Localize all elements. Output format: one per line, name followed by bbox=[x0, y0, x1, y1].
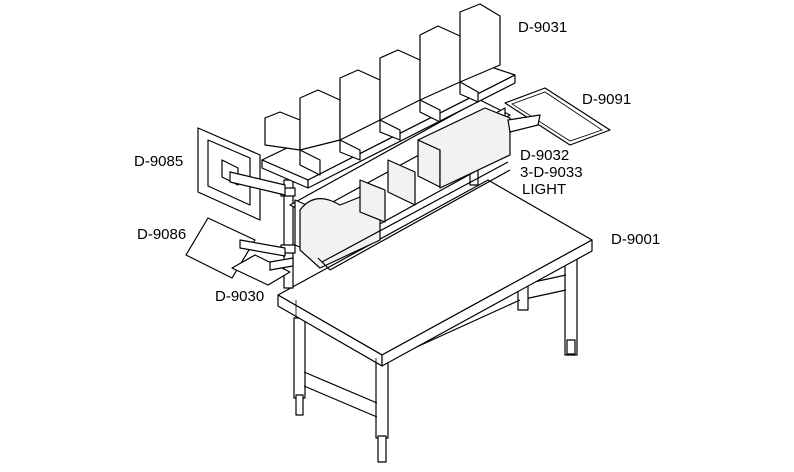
side-tray-lip bbox=[511, 91, 603, 142]
divider-2 bbox=[299, 89, 341, 151]
monitor-mount bbox=[197, 127, 286, 221]
stretcher-front bbox=[303, 371, 378, 418]
label-side-tray: D-9091 bbox=[582, 91, 632, 108]
side-tray bbox=[504, 87, 611, 146]
leg-front-right-foot bbox=[377, 435, 387, 463]
mouse-tray-surface bbox=[231, 254, 291, 286]
bin-divider-2 bbox=[387, 159, 416, 206]
leg-back-right-foot bbox=[566, 339, 576, 355]
label-light-word: LIGHT bbox=[522, 181, 567, 198]
divider-feet bbox=[299, 81, 479, 176]
bin-shelf-light-rail bbox=[317, 169, 511, 271]
label-mouse-tray: D-9030 bbox=[215, 288, 265, 305]
bin-large bbox=[417, 107, 511, 189]
light-strip bbox=[321, 161, 509, 263]
upper-shelf bbox=[261, 3, 516, 189]
label-keyboard-tray: D-9086 bbox=[137, 226, 187, 243]
leg-front-right bbox=[375, 359, 389, 439]
label-bench: D-9001 bbox=[611, 231, 661, 248]
bench-apron bbox=[295, 300, 377, 366]
leg-front-left-foot bbox=[295, 394, 304, 416]
mouse-arm bbox=[269, 257, 294, 271]
side-tray-surface bbox=[504, 87, 611, 146]
keyboard-arm bbox=[239, 239, 286, 257]
keyboard-tray-surface bbox=[185, 217, 256, 279]
label-bin-shelf: D-9032 bbox=[520, 147, 570, 164]
label-upper-shelf: D-9031 bbox=[518, 19, 568, 36]
divider-1 bbox=[264, 111, 301, 151]
monitor-arm bbox=[229, 171, 286, 196]
bench-top-side-edge bbox=[381, 239, 593, 367]
bench-top bbox=[277, 179, 593, 367]
leg-front-left bbox=[293, 317, 306, 399]
label-light-part: 3-D-9033 bbox=[520, 164, 583, 181]
keyboard-tray bbox=[185, 217, 286, 279]
bin-divider-1 bbox=[359, 179, 386, 223]
bin-1 bbox=[299, 194, 381, 269]
label-monitor-mount: D-9085 bbox=[134, 153, 184, 170]
mouse-tray bbox=[231, 254, 294, 286]
side-tray-arm bbox=[507, 114, 541, 133]
bin-shelf bbox=[289, 99, 511, 271]
bench-legs bbox=[293, 254, 578, 463]
